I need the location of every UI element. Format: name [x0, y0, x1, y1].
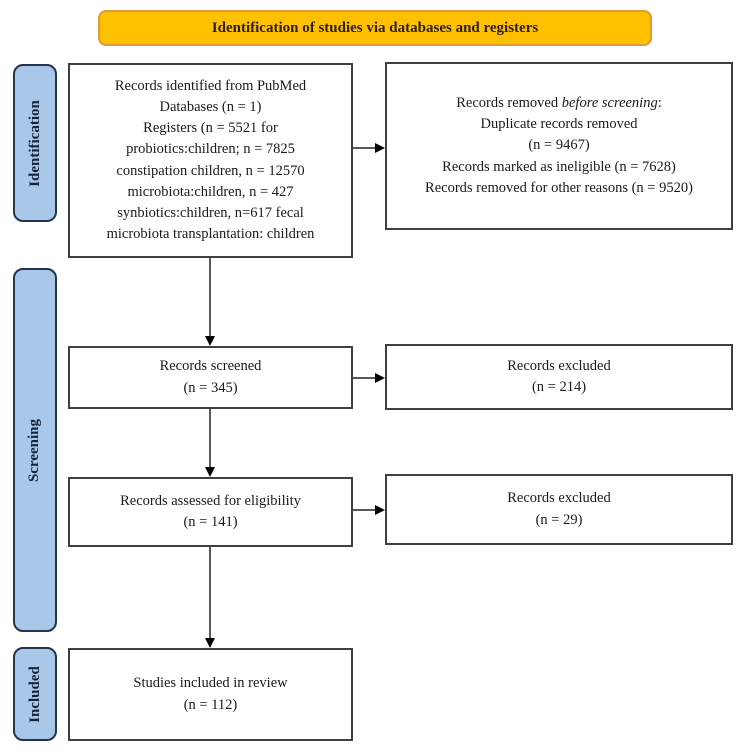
box-line: (n = 345) [183, 379, 238, 396]
box-line: Records screened [159, 358, 262, 375]
box-records-removed: Records removed before screening: Duplic… [385, 62, 733, 230]
phase-label-included: Included [13, 647, 57, 741]
box-line: (n = 214) [531, 379, 587, 395]
arrow-head-identified-to-screened [205, 336, 215, 346]
phase-label-screening: Screening [13, 268, 57, 632]
box-line: Records removed before screening: [456, 93, 662, 114]
box-line: constipation children, n = 12570 [116, 162, 305, 179]
phase-label-identification: Identification [13, 64, 57, 222]
phase-label-included-text: Included [26, 665, 43, 723]
arrow-line-assessed-to-included [209, 547, 211, 639]
box-records-assessed: Records assessed for eligibility (n = 14… [68, 477, 353, 547]
arrow-head-assessed-to-excluded [375, 505, 385, 515]
phase-label-screening-text: Screening [26, 418, 43, 482]
box-line: Records identified from PubMed [114, 78, 307, 95]
box-line: microbiota transplantation: children [106, 225, 315, 242]
arrow-head-screened-to-excluded [375, 373, 385, 383]
box-line-italic-text: before screening [561, 95, 658, 112]
arrow-line-screened-to-excluded [353, 377, 377, 379]
box-line: (n = 9467) [528, 137, 590, 154]
box-line: Databases (n = 1) [159, 99, 262, 116]
box-line-text: Records removed [456, 95, 562, 112]
box-records-screened: Records screened (n = 345) [68, 346, 353, 409]
box-line: (n = 112) [183, 696, 238, 713]
diagram-title-banner: Identification of studies via databases … [98, 10, 652, 46]
arrow-line-assessed-to-excluded [353, 509, 377, 511]
box-line-text: : [657, 95, 662, 112]
box-line: Registers (n = 5521 for [143, 120, 278, 137]
box-line: Duplicate records removed [480, 116, 638, 133]
box-studies-included: Studies included in review (n = 112) [68, 648, 353, 741]
box-line: Records marked as ineligible (n = 7628) [442, 158, 676, 175]
arrow-line-identified-to-removed [353, 147, 377, 149]
box-records-excluded-screening: Records excluded (n = 214) [385, 344, 733, 410]
box-records-excluded-eligibility: Records excluded (n = 29) [385, 474, 733, 545]
box-line: microbiota:children, n = 427 [127, 183, 294, 200]
arrow-line-screened-to-assessed [209, 409, 211, 468]
arrow-head-screened-to-assessed [205, 467, 215, 477]
box-line: Records assessed for eligibility [120, 492, 301, 509]
box-line: synbiotics:children, n=617 fecal [117, 204, 304, 221]
box-line: Studies included in review [133, 675, 288, 692]
box-records-identified: Records identified from PubMed Databases… [68, 63, 353, 258]
arrow-head-assessed-to-included [205, 638, 215, 648]
box-line: Records removed for other reasons (n = 9… [425, 179, 693, 196]
arrow-line-identified-to-screened [209, 258, 211, 337]
arrow-head-identified-to-removed [375, 143, 385, 153]
box-line: Records excluded [507, 490, 611, 507]
phase-label-identification-text: Identification [26, 99, 43, 187]
box-line: (n = 29) [535, 511, 583, 528]
box-line: Records excluded [507, 357, 611, 374]
box-line: probiotics:children; n = 7825 [126, 141, 295, 158]
box-line: (n = 141) [183, 514, 238, 530]
diagram-title: Identification of studies via databases … [211, 19, 539, 36]
